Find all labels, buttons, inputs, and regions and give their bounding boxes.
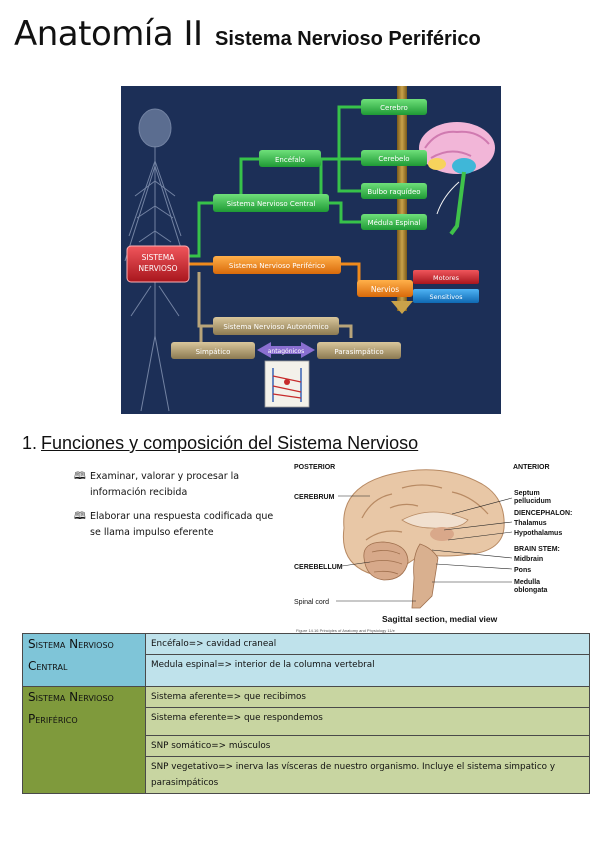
bullet-text: Elaborar una respuesta codificada que se… (90, 511, 274, 538)
thalamus-label: Thalamus (514, 520, 547, 527)
central-header-line1: Sistema Nervioso (28, 637, 114, 651)
motores-label: Motores (433, 274, 460, 282)
parasimpatico-label: Parasimpático (334, 348, 383, 356)
list-item: 🕮 Examinar, valorar y procesar la inform… (74, 469, 284, 501)
medulla-label-2: oblongata (514, 587, 548, 594)
table-row: Sistema eferente=> que respondemos (23, 707, 590, 736)
table-row: SNP vegetativo=> inerva las vísceras de … (23, 756, 590, 794)
simpatico-label: Simpático (196, 348, 231, 356)
septum-label-1: Septum (514, 490, 540, 497)
autonomo-label: Sistema Nervioso Autonómico (223, 323, 328, 331)
midbrain-label: Midbrain (514, 556, 543, 563)
bullet-list: 🕮 Examinar, valorar y procesar la inform… (74, 469, 284, 549)
page-title: Anatomía II (14, 14, 203, 54)
septum-label-2: pellucidum (514, 498, 551, 505)
brain-svg: POSTERIOR ANTERIOR CEREBRUM CEREBELLUM S… (294, 464, 572, 633)
nervous-system-diagram: SISTEMA NERVIOSO Sistema Nervioso Centra… (121, 86, 501, 414)
table-row: SNP somático=> músculos (23, 735, 590, 757)
table-row: Medula espinal=> interior de la columna … (23, 654, 590, 687)
brain-icon (419, 122, 495, 236)
encefalo-label: Encéfalo (275, 156, 305, 164)
sensitivos-label: Sensitivos (429, 293, 463, 301)
section-number: 1. (22, 433, 38, 453)
book-bullet-icon: 🕮 (74, 511, 86, 522)
anterior-label: ANTERIOR (513, 464, 550, 471)
medulla-label-1: Medulla (514, 579, 540, 586)
hypothalamus-label: Hypothalamus (514, 530, 562, 537)
table-row: Sistema Nervioso Periférico Sistema afer… (22, 686, 590, 794)
table-cell: SNP vegetativo=> inerva las vísceras de … (145, 756, 590, 794)
antagonicos-label: antagónicos (268, 348, 305, 355)
diencephalon-label: DIENCEPHALON: (514, 510, 572, 517)
periferico-header-line1: Sistema Nervioso (28, 690, 114, 704)
bulbo-label: Bulbo raquídeo (367, 188, 420, 196)
central-label: Sistema Nervioso Central (227, 200, 316, 208)
nervios-label: Nervios (371, 285, 399, 294)
brain-credit: Figure 14.16 Principles of Anatomy and P… (296, 628, 396, 633)
list-item: 🕮 Elaborar una respuesta codificada que … (74, 509, 284, 541)
brain-sagittal-figure: POSTERIOR ANTERIOR CEREBRUM CEREBELLUM S… (292, 458, 592, 636)
nervous-system-table: Sistema Nervioso Central Encéfalo=> cavi… (22, 633, 590, 794)
section-heading-text: Funciones y composición del Sistema Nerv… (41, 433, 419, 453)
table-cell: Medula espinal=> interior de la columna … (145, 654, 590, 687)
spinal-cord-label: Spinal cord (294, 599, 329, 606)
cerebellum-label: CEREBELLUM (294, 564, 343, 571)
autonomic-thumbnail-icon (264, 360, 310, 408)
periferico-label: Sistema Nervioso Periférico (229, 262, 325, 270)
periferico-header-line2: Periférico (28, 712, 78, 726)
page-subtitle: Sistema Nervioso Periférico (215, 28, 481, 50)
central-header-line2: Central (28, 659, 68, 673)
periferico-header-cell: Sistema Nervioso Periférico (22, 686, 146, 794)
medula-label: Médula Espinal (368, 219, 421, 227)
posterior-label: POSTERIOR (294, 464, 335, 471)
cerebro-label: Cerebro (380, 104, 408, 112)
section-heading: 1.Funciones y composición del Sistema Ne… (22, 433, 418, 454)
table-cell: SNP somático=> músculos (145, 735, 590, 757)
page-title-row: Anatomía II Sistema Nervioso Periférico (14, 14, 481, 54)
human-figure-icon (124, 108, 186, 412)
pons-label: Pons (514, 567, 531, 574)
brain-caption: Sagittal section, medial view (382, 614, 498, 624)
sistema-nervioso-line2: NERVIOSO (138, 264, 177, 273)
table-cell: Sistema eferente=> que respondemos (145, 707, 590, 736)
table-cell: Encéfalo=> cavidad craneal (145, 633, 590, 655)
cerebrum-label: CEREBRUM (294, 494, 335, 501)
cerebelo-label: Cerebelo (378, 155, 409, 163)
central-header-cell: Sistema Nervioso Central (22, 633, 146, 687)
sistema-nervioso-line1: SISTEMA (142, 253, 176, 262)
table-cell: Sistema aferente=> que recibimos (145, 686, 590, 708)
book-bullet-icon: 🕮 (74, 471, 86, 482)
brain-stem-label: BRAIN STEM: (514, 546, 560, 553)
bullet-text: Examinar, valorar y procesar la informac… (90, 471, 240, 498)
table-row: Sistema Nervioso Central Encéfalo=> cavi… (22, 633, 590, 687)
diagram-svg: SISTEMA NERVIOSO Sistema Nervioso Centra… (124, 86, 495, 412)
